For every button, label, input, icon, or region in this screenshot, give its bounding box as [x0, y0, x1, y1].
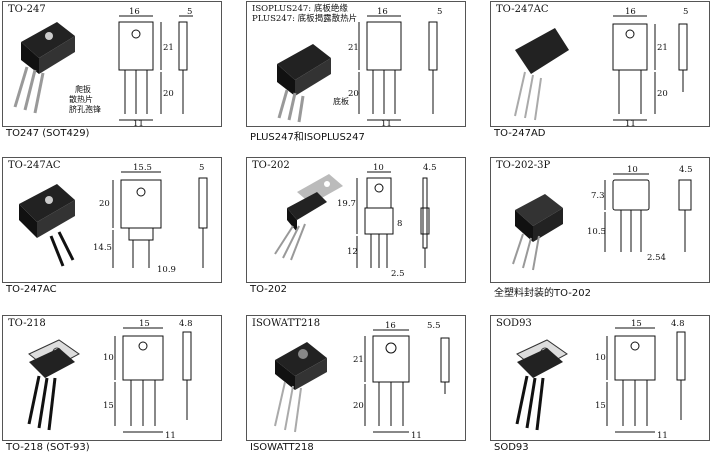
dim-lead-length: 20 [353, 401, 364, 411]
dim-lead-span: 11 [411, 431, 422, 441]
dim-lead-span: 11 [165, 431, 176, 441]
dim-width: 16 [625, 7, 636, 17]
package-title-line1: ISOPLUS247: 底板绝缘 [252, 4, 348, 14]
dim-lead-span: 11 [625, 119, 636, 128]
package-title: TO-247AC [496, 4, 549, 15]
dim-body-lower: 8 [397, 219, 402, 229]
package-cell-to247ad: TO-247AC 16 5 21 20 11 [490, 1, 710, 128]
package-drawing: 15.5 5 20 14.5 10.9 [19, 163, 208, 275]
dim-width: 16 [129, 7, 140, 17]
package-caption: TO-218 (SOT-93) [6, 442, 90, 453]
package-photo [277, 44, 331, 123]
dim-width: 10 [373, 163, 384, 173]
dim-lead-length: 20 [163, 89, 174, 99]
package-caption: SOD93 [494, 442, 529, 453]
dim-body-height: 21 [353, 355, 364, 365]
package-cell-to247ac: TO-247AC 15.5 5 20 14.5 10.9 [2, 157, 222, 283]
dim-width: 16 [377, 7, 388, 17]
package-caption: TO-247AC [6, 284, 57, 295]
dim-lead-pitch: 2.5 [391, 269, 405, 279]
dim-body-height: 19.7 [337, 199, 356, 209]
package-photo [514, 28, 569, 121]
note-line1: 爬扳 [75, 84, 91, 94]
package-caption: 全塑料封装的TO-202 [494, 288, 591, 299]
package-title: ISOPLUS247: 底板绝缘 PLUS247: 底板揭露散热片 [252, 4, 357, 24]
dim-width: 10 [627, 165, 638, 175]
dim-width: 15 [139, 319, 150, 329]
dim-lead-pitch: 2.54 [647, 253, 666, 263]
package-drawing: 10 4.5 19.7 8 12 2.5 [274, 163, 437, 279]
dim-thickness: 5 [187, 7, 192, 17]
package-title: TO-247 [8, 4, 46, 15]
dim-lead-length: 20 [348, 89, 359, 99]
package-drawing: 16 5.5 21 20 11 [274, 321, 450, 441]
dim-lead-length: 10.5 [587, 227, 606, 237]
dim-body-height: 7.3 [591, 191, 605, 201]
dim-thickness: 5 [199, 163, 204, 173]
dim-body-height: 21 [657, 43, 668, 53]
dim-thickness: 4.8 [179, 319, 193, 329]
dim-thickness: 4.8 [671, 319, 685, 329]
dim-lead-length: 12 [347, 247, 358, 257]
dim-lead-span: 10.9 [157, 265, 176, 275]
package-title: TO-247AC [8, 160, 61, 171]
package-photo [512, 194, 563, 271]
package-cell-to218: TO-218 15 4.8 10 15 11 [2, 315, 222, 441]
package-drawing: 15 4.8 10 15 11 [27, 319, 193, 441]
package-cell-sod93: SOD93 15 4.8 10 15 11 [490, 315, 710, 441]
package-drawing: 16 5 21 20 11 底板 [277, 7, 442, 128]
package-title: ISOWATT218 [252, 318, 321, 329]
package-photo [27, 339, 80, 431]
package-cell-to247: TO-247 16 5 21 20 [2, 1, 222, 128]
dim-body-height: 20 [99, 199, 110, 209]
note-line1: 底板 [333, 96, 349, 106]
package-drawing: 16 5 21 20 11 [514, 7, 688, 128]
dim-body-height: 21 [163, 43, 174, 53]
dim-lead-length: 15 [103, 401, 114, 411]
note-line2: 散热片 [69, 94, 93, 104]
package-caption: TO247 (SOT429) [6, 128, 90, 139]
dim-lead-length: 14.5 [93, 243, 112, 253]
package-photo [13, 22, 75, 114]
dim-thickness: 5 [437, 7, 442, 17]
package-photo [274, 342, 327, 433]
package-cell-to202: TO-202 10 4.5 19.7 8 12 [246, 157, 466, 283]
package-caption: ISOWATT218 [250, 442, 314, 453]
package-photo [274, 174, 343, 261]
dim-thickness: 5 [683, 7, 688, 17]
dim-lead-span: 11 [381, 119, 392, 128]
package-title-line2: PLUS247: 底板揭露散热片 [252, 14, 358, 24]
package-drawing: 15 4.8 10 15 11 [515, 319, 686, 441]
dim-lead-length: 20 [657, 89, 668, 99]
package-title: TO-218 [8, 318, 46, 329]
dim-thickness: 5.5 [427, 321, 441, 331]
dim-lead-span: 11 [657, 431, 668, 441]
package-title: TO-202-3P [496, 160, 551, 171]
package-drawing: 16 5 21 20 11 爬扳 散热片 脐孔孢锋 [13, 7, 193, 128]
dim-lead-span: 11 [133, 119, 144, 128]
dim-width: 15 [631, 319, 642, 329]
package-title: TO-202 [252, 160, 290, 171]
dim-width: 16 [385, 321, 396, 331]
dim-body-height: 10 [103, 353, 114, 363]
package-title: SOD93 [496, 318, 532, 329]
package-photo [515, 339, 568, 431]
package-caption: TO-247AD [494, 128, 546, 139]
package-drawing: 10 4.5 7.3 10.5 2.54 [512, 165, 693, 271]
package-photo [19, 184, 75, 267]
package-caption: TO-202 [250, 284, 287, 295]
dim-thickness: 4.5 [423, 163, 437, 173]
package-cell-plus247: ISOPLUS247: 底板绝缘 PLUS247: 底板揭露散热片 16 5 2… [246, 1, 466, 128]
package-caption: PLUS247和ISOPLUS247 [250, 132, 365, 143]
dim-thickness: 4.5 [679, 165, 693, 175]
dim-body-height: 21 [348, 43, 359, 53]
dim-lead-length: 15 [595, 401, 606, 411]
package-cell-isowatt218: ISOWATT218 16 5.5 21 20 11 [246, 315, 466, 441]
dim-width: 15.5 [133, 163, 152, 173]
dim-body-height: 10 [595, 353, 606, 363]
note-line3: 脐孔孢锋 [69, 104, 101, 114]
front-view [118, 15, 193, 121]
package-cell-to202-3p: TO-202-3P 10 4.5 7.3 10.5 2.54 [490, 157, 710, 283]
